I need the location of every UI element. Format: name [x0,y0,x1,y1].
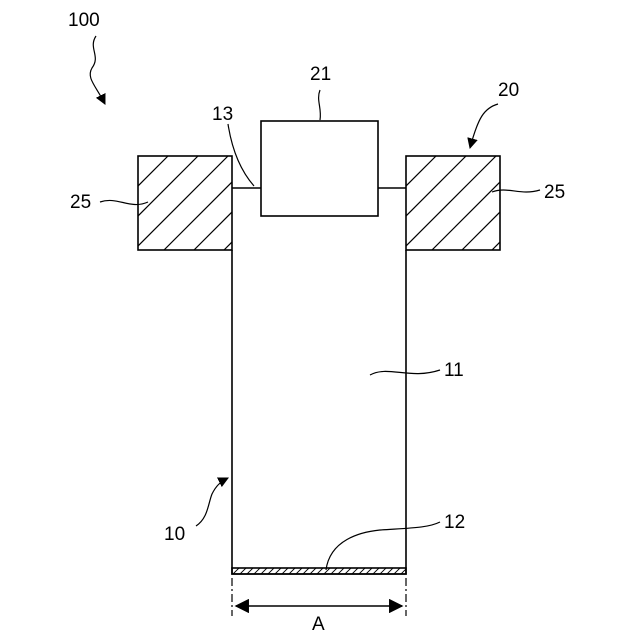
label-25-right: 25 [544,182,565,203]
hatch-line [282,568,288,574]
hatch-line [402,156,496,250]
hatch-line [247,568,253,574]
hatch-line [462,156,556,250]
hatch-line [275,568,281,574]
arrow-100 [90,36,105,104]
leader-11 [370,370,440,375]
hatch-line [310,568,316,574]
hatch-line [372,156,466,250]
hatch-line [342,156,436,250]
hatch-line [394,568,400,574]
right-block [312,156,586,250]
hatch-line [338,568,344,574]
right-block-hatch [312,156,586,250]
hatch-line [226,568,232,574]
label-100: 100 [68,10,100,31]
hatch-line [387,568,393,574]
label-a: A [312,614,325,635]
hatch-line [233,568,239,574]
hatch-line [240,568,246,574]
hatch-line [366,568,372,574]
hatch-line [492,156,586,250]
arrow-20 [470,104,498,148]
label-13: 13 [212,104,233,125]
hatch-line [380,568,386,574]
hatch-line [373,568,379,574]
hatch-line [134,156,228,250]
hatch-line [261,568,267,574]
label-10: 10 [164,524,185,545]
hatch-line [224,156,318,250]
hatch-line [324,568,330,574]
label-11: 11 [444,360,464,381]
arrow-10 [196,478,228,526]
label-21: 21 [310,64,331,85]
hatch-line [164,156,258,250]
bottom-layer [226,568,407,574]
top-box [261,121,378,216]
label-12: 12 [444,512,465,533]
hatch-line [312,156,406,250]
hatch-line [194,156,288,250]
leader-12 [326,522,440,570]
dimension-a [232,578,406,616]
hatch-line [254,568,260,574]
hatch-line [317,568,323,574]
hatch-line [104,156,198,250]
leader-25-left [100,200,148,204]
label-20: 20 [498,80,519,101]
label-25-left: 25 [70,192,91,213]
hatch-line [359,568,365,574]
hatch-line [432,156,526,250]
hatch-line [352,568,358,574]
hatch-line [296,568,302,574]
hatch-line [289,568,295,574]
hatch-line [303,568,309,574]
main-body-outline [232,250,406,574]
hatch-line [331,568,337,574]
hatch-line [345,568,351,574]
leader-21 [319,90,321,120]
hatch-line [268,568,274,574]
